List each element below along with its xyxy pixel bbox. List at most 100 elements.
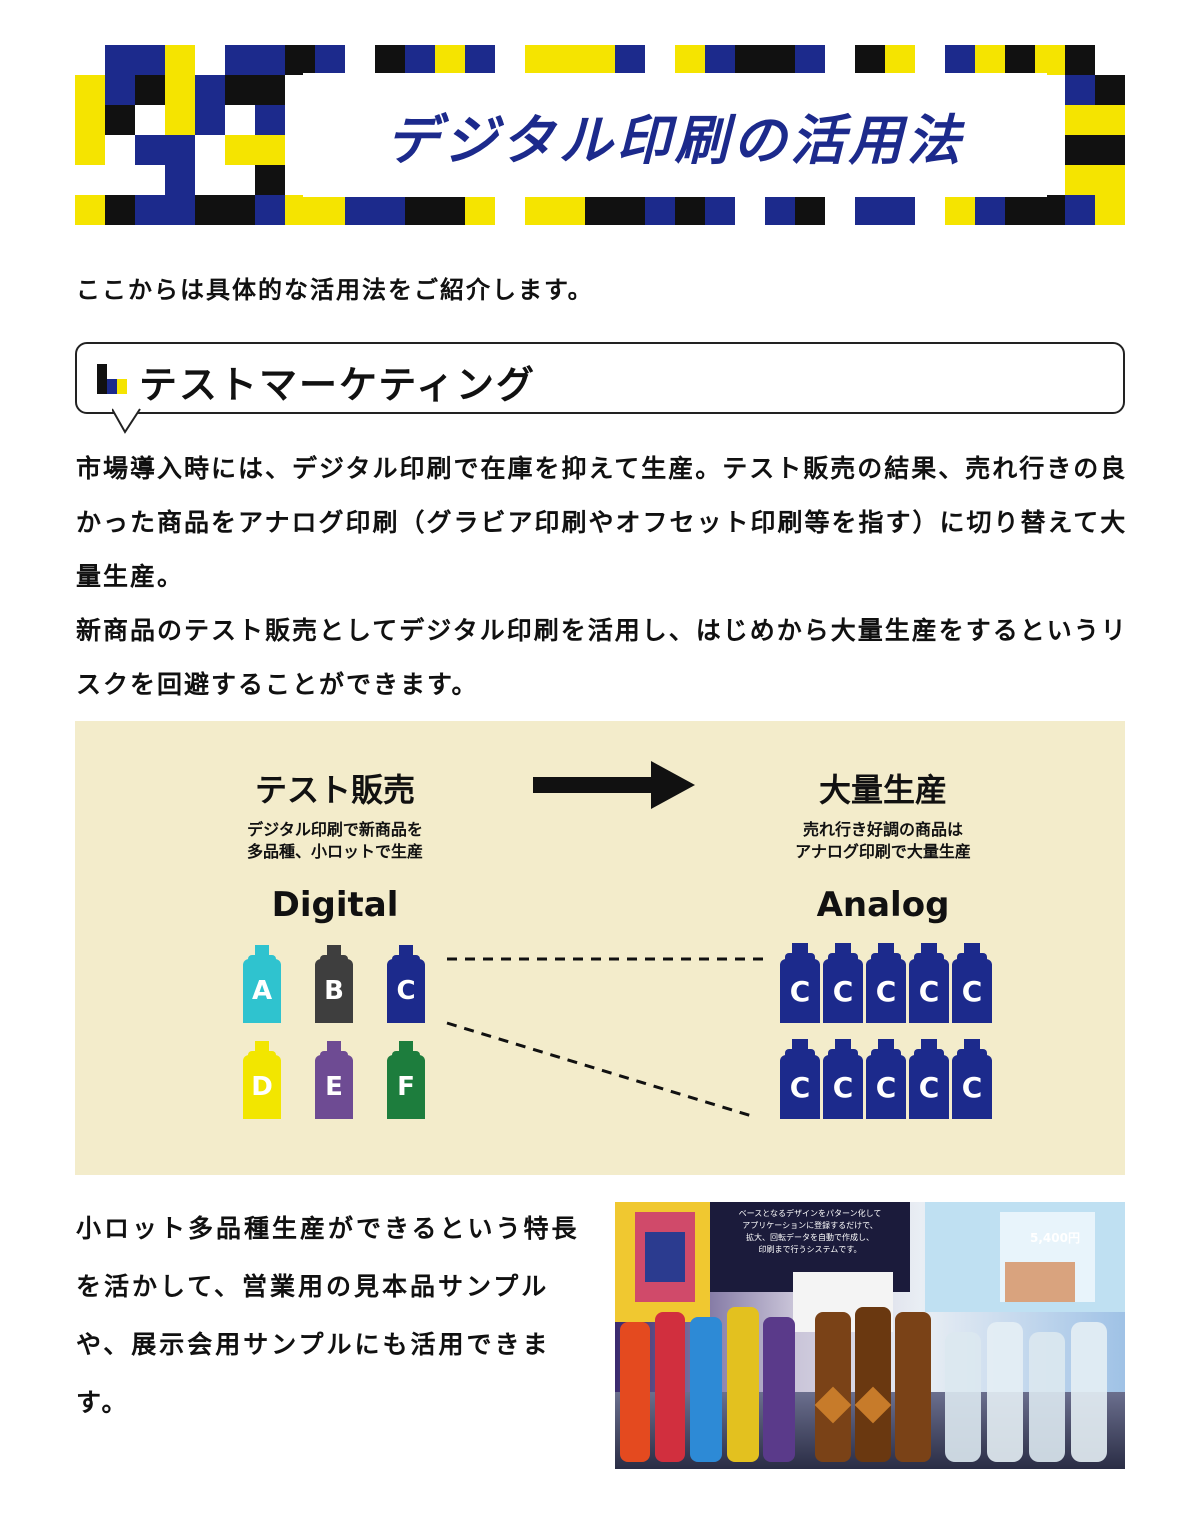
speech-tail-icon [112,408,142,434]
banner-tile [345,195,375,225]
mass-bottle-letter: C [909,1055,949,1119]
banner-tile [255,75,285,105]
photo-price: 5,400円 [1030,1231,1080,1245]
banner-tile [1065,75,1095,105]
banner-tile [825,45,855,75]
banner-tile [1035,195,1065,225]
body-paragraph-2: 新商品のテスト販売としてデジタル印刷を活用し、はじめから大量生産をするというリス… [76,616,1128,699]
mass-production-description: 売れ行き好調の商品は アナログ印刷で大量生産 [733,819,1033,863]
banner-tile [615,45,645,75]
banner-tile [765,195,795,225]
banner-tile [1065,195,1095,225]
banner-tile [315,45,345,75]
photo-caption-2: アプリケーションに登録するだけで、 [742,1220,878,1230]
photo-water-bottles [945,1322,1107,1462]
banner-tile [1095,105,1125,135]
product-bottle-f: F [387,1041,425,1119]
mass-bottle: C [823,943,863,1023]
banner-tile [1065,135,1095,165]
mass-bottle-letter: C [866,1055,906,1119]
banner-tile [525,45,555,75]
banner-tile [795,45,825,75]
product-letter: A [243,959,281,1023]
banner-tile [765,45,795,75]
banner-tile [105,75,135,105]
banner-tile [375,195,405,225]
banner-tile [885,45,915,75]
banner-tile [195,135,225,165]
mass-production-line-2: アナログ印刷で大量生産 [795,842,971,861]
banner-tile [135,165,165,195]
mass-bottle: C [909,943,949,1023]
product-bottle-b: B [315,945,353,1023]
banner-tile [1065,105,1095,135]
banner-tile [225,45,255,75]
banner-tile [75,135,105,165]
banner-tile [135,105,165,135]
banner-tile [285,45,315,75]
banner-tile [825,195,855,225]
banner-tile [195,195,225,225]
banner-tile [135,75,165,105]
product-bottle-a: A [243,945,281,1023]
mass-bottle: C [866,943,906,1023]
analog-label: Analog [816,885,950,925]
sample-products-photo: ベースとなるデザインをパターン化して アプリケーションに登録するだけで、 拡大、… [615,1202,1125,1469]
banner-tile [195,105,225,135]
mass-bottle-letter: C [823,1055,863,1119]
body-paragraph-1: 市場導入時には、デジタル印刷で在庫を抑えて生産。テスト販売の結果、売れ行きの良か… [76,454,1128,591]
test-sales-heading: テスト販売 [254,771,415,809]
flow-diagram: テスト販売 デジタル印刷で新商品を 多品種、小ロットで生産 Digital 大量… [75,721,1125,1175]
photo-beer-bottles [620,1307,931,1462]
banner-tile [945,195,975,225]
mass-bottle-letter: C [909,959,949,1023]
banner-tile [1095,195,1125,225]
banner-tile [975,45,1005,75]
mass-production-heading: 大量生産 [818,771,947,809]
banner-tile [495,195,525,225]
mass-bottle: C [823,1039,863,1119]
dashed-connector-lines [446,957,765,1119]
banner-tile [855,45,885,75]
banner-tile [465,45,495,75]
banner-tile [1005,195,1035,225]
banner-tile [915,45,945,75]
banner-tile [135,45,165,75]
section-heading: テストマーケティング [75,342,1125,414]
product-bottle-c: C [387,945,425,1023]
banner-tile [435,45,465,75]
mass-bottle-letter: C [866,959,906,1023]
banner-tile [75,195,105,225]
banner-tile [795,195,825,225]
mass-bottle-letter: C [780,1055,820,1119]
banner-tile [225,165,255,195]
banner-tile [1095,45,1125,75]
banner-tile [75,75,105,105]
banner-tile [105,165,135,195]
banner-tile [735,45,765,75]
mass-bottle-letter: C [780,959,820,1023]
banner-tile [1005,45,1035,75]
banner-tile [255,165,285,195]
banner-tile [555,45,585,75]
banner-tile [645,195,675,225]
banner-tile [165,45,195,75]
banner-tile [885,195,915,225]
section-square-icon [97,364,127,394]
banner-tile [735,195,765,225]
banner-tile [195,45,225,75]
banner-tile [405,45,435,75]
banner-tile [165,165,195,195]
product-bottle-e: E [315,1041,353,1119]
banner-tile [705,195,735,225]
banner-tile [105,135,135,165]
photo-caption-1: ベースとなるデザインをパターン化して [739,1208,882,1218]
banner-tile [315,195,345,225]
test-sales-description: デジタル印刷で新商品を 多品種、小ロットで生産 [185,819,485,863]
sample-products-image: ベースとなるデザインをパターン化して アプリケーションに登録するだけで、 拡大、… [615,1202,1125,1469]
banner-tile [1095,165,1125,195]
banner-tile [855,195,885,225]
banner-tile [225,135,255,165]
banner-tile [105,195,135,225]
banner-tile [345,45,375,75]
